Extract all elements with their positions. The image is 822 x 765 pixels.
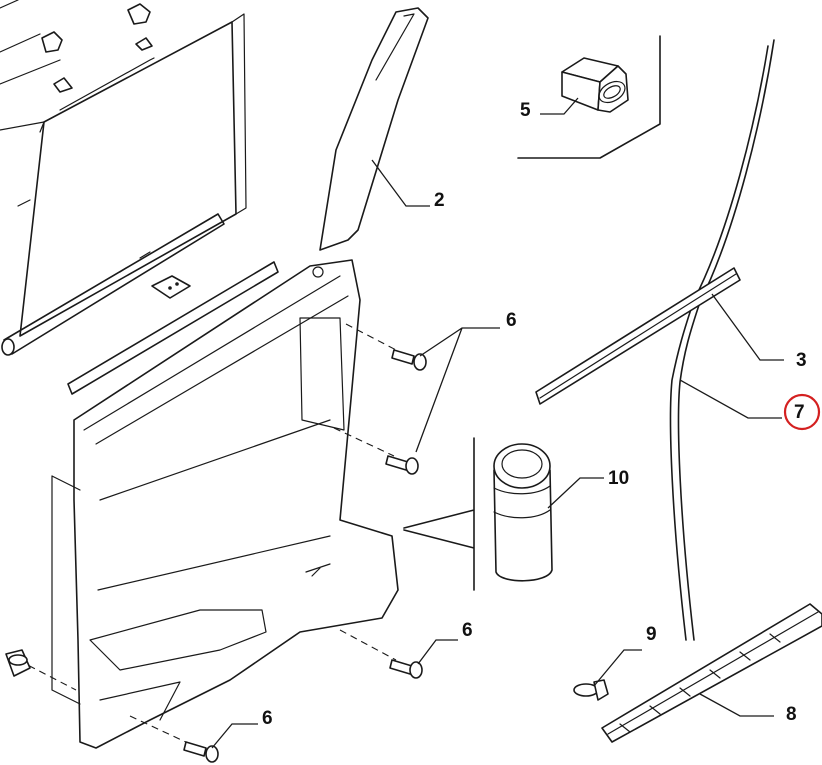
pillar-trim <box>319 7 429 251</box>
part-5-box <box>517 35 661 159</box>
leader-8 <box>699 693 774 717</box>
callout-8: 8 <box>786 704 797 725</box>
blind-clip-hooks <box>41 3 153 93</box>
callout-6-b: 6 <box>462 620 473 641</box>
bracket-10 <box>403 437 475 591</box>
screw-6-d <box>183 741 219 763</box>
window-strip <box>67 261 279 395</box>
highlight-circle <box>783 393 821 431</box>
leader-3 <box>711 293 784 361</box>
screw-6-b <box>385 455 419 475</box>
callout-2: 2 <box>434 190 445 211</box>
callout-6-c: 6 <box>262 708 273 729</box>
callout-6-a: 6 <box>506 310 517 331</box>
leader-6-c <box>211 723 258 749</box>
clip-9 <box>573 679 609 701</box>
callout-10: 10 <box>608 468 629 489</box>
cup-holder <box>493 443 553 582</box>
screw-6-a <box>391 349 427 371</box>
callout-9: 9 <box>646 624 657 645</box>
sill-strip <box>601 603 822 743</box>
callout-5: 5 <box>520 100 531 121</box>
leader-6-b <box>417 639 458 665</box>
leader-7 <box>679 379 782 419</box>
callout-7: 7 <box>794 402 805 423</box>
window-seal-strip <box>535 267 741 405</box>
leader-10 <box>547 477 604 509</box>
leader-9 <box>593 649 642 687</box>
push-clip <box>5 649 31 677</box>
leader-5 <box>540 97 579 115</box>
leader-2 <box>371 159 430 207</box>
sun-blind <box>0 0 247 356</box>
screw-6-c <box>389 659 423 679</box>
door-trim-panel <box>51 259 399 749</box>
door-seal <box>669 39 775 641</box>
callout-3: 3 <box>796 350 807 371</box>
leader-6-a <box>415 327 500 453</box>
assembly-lines <box>17 323 401 745</box>
